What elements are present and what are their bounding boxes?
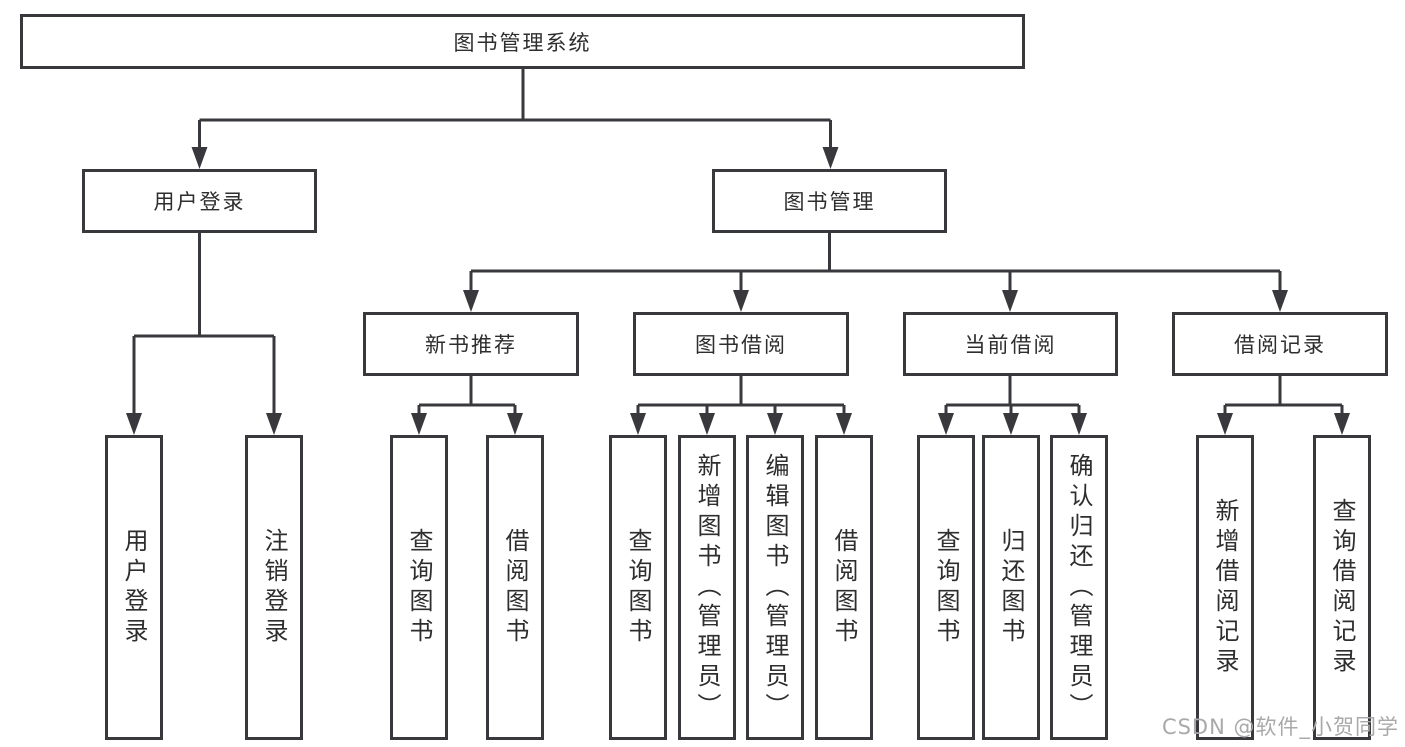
node-label: 注销登录 (260, 527, 288, 648)
node-label: 确认归还（管理员） (1065, 452, 1093, 723)
node-label: 查询图书 (405, 527, 433, 648)
node-query-books-current: 查询图书 (917, 435, 975, 740)
node-library-management-system: 图书管理系统 (20, 14, 1025, 69)
node-label: 用户登录 (120, 527, 148, 648)
node-return-books: 归还图书 (982, 435, 1040, 740)
node-add-books-admin: 新增图书（管理员） (678, 435, 736, 740)
node-user-login: 用户登录 (82, 169, 317, 233)
node-label: 借阅图书 (830, 527, 858, 648)
watermark: CSDN @软件_小贺同学 (1161, 715, 1399, 739)
node-book-management: 图书管理 (712, 169, 947, 233)
node-current-borrowing: 当前借阅 (903, 312, 1118, 376)
node-label: 查询图书 (932, 527, 960, 648)
node-confirm-return-admin: 确认归还（管理员） (1050, 435, 1108, 740)
node-query-books-recommend: 查询图书 (390, 435, 448, 740)
node-label: 查询借阅记录 (1328, 497, 1356, 678)
node-query-borrow-record: 查询借阅记录 (1313, 435, 1371, 740)
node-user-login-action: 用户登录 (105, 435, 163, 740)
node-label: 借阅图书 (501, 527, 529, 648)
node-borrow-books-recommend: 借阅图书 (486, 435, 544, 740)
node-book-borrowing: 图书借阅 (633, 312, 849, 376)
node-add-borrow-record: 新增借阅记录 (1196, 435, 1254, 740)
node-new-book-recommendation: 新书推荐 (363, 312, 579, 376)
node-query-books-borrowing: 查询图书 (609, 435, 667, 740)
node-label: 新增借阅记录 (1211, 497, 1239, 678)
node-label: 归还图书 (997, 527, 1025, 648)
node-borrow-records: 借阅记录 (1172, 312, 1388, 376)
node-label: 新增图书（管理员） (693, 452, 721, 723)
node-label: 编辑图书（管理员） (761, 452, 789, 723)
node-borrow-books-action: 借阅图书 (815, 435, 873, 740)
node-label: 查询图书 (624, 527, 652, 648)
node-edit-books-admin: 编辑图书（管理员） (746, 435, 804, 740)
node-logout: 注销登录 (245, 435, 303, 740)
